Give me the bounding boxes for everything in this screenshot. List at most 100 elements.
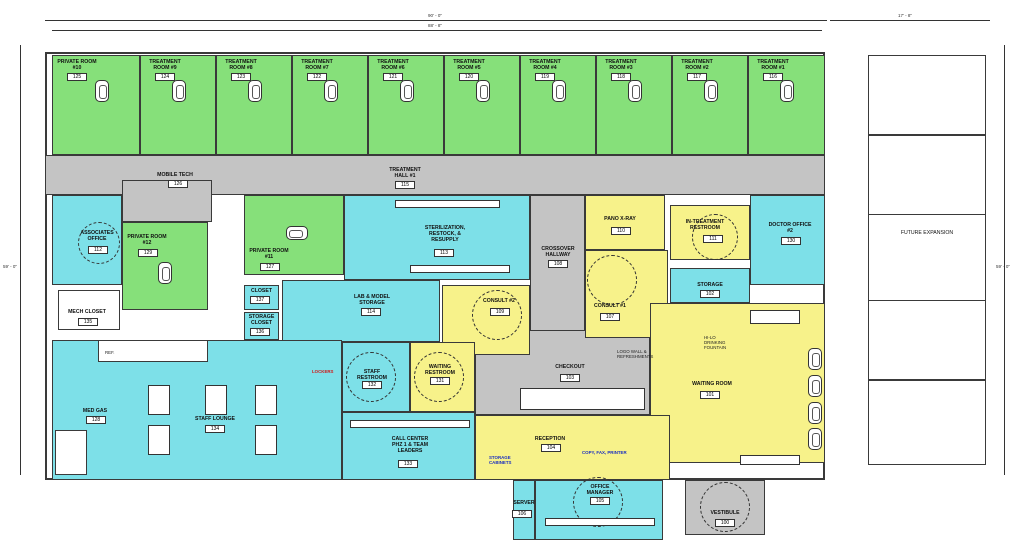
dimension-line-top bbox=[45, 20, 827, 21]
room-number: 128 bbox=[86, 416, 106, 424]
turning-radius-icon bbox=[700, 482, 750, 532]
checkout-counter bbox=[520, 388, 645, 410]
room-name: CLOSET bbox=[250, 288, 273, 294]
room-number: 127 bbox=[260, 263, 280, 271]
dimension-left-height: 59' - 0" bbox=[3, 264, 17, 269]
future-expansion-bay bbox=[868, 55, 986, 135]
treatment-room-8 bbox=[216, 55, 292, 155]
room-name: LAB & MODEL STORAGE bbox=[353, 294, 391, 306]
room-number: 115 bbox=[395, 181, 415, 189]
logo-wall-note: LOGO WALL & REFRESHMENTS bbox=[617, 349, 654, 359]
room-name: PRIVATE ROOM #10 bbox=[57, 59, 97, 71]
room-name: CROSSOVER HALLWAY bbox=[541, 246, 575, 258]
dimension-top-expansion: 17' - 8" bbox=[898, 13, 912, 18]
room-number: 116 bbox=[763, 73, 783, 81]
room-name: STORAGE CLOSET bbox=[248, 314, 275, 326]
turning-radius-icon bbox=[692, 214, 738, 260]
turning-radius-icon bbox=[587, 255, 637, 305]
counter bbox=[395, 200, 500, 208]
room-number: 110 bbox=[611, 227, 631, 235]
door-swing-icon bbox=[78, 222, 120, 264]
private-room-10 bbox=[52, 55, 140, 155]
room-number: 119 bbox=[535, 73, 555, 81]
room-name: DOCTOR OFFICE #2 bbox=[768, 222, 812, 234]
call-center-desk bbox=[350, 420, 470, 428]
room-name: TREATMENT ROOM #2 bbox=[681, 59, 713, 71]
dental-chair-icon bbox=[158, 262, 172, 284]
med-gas-cabinet bbox=[55, 430, 87, 475]
room-number: 108 bbox=[548, 260, 568, 268]
dimension-line-inner bbox=[52, 30, 822, 31]
turning-radius-icon bbox=[346, 352, 396, 402]
dimension-top-inner: 88' - 8" bbox=[428, 23, 442, 28]
treatment-room-1 bbox=[748, 55, 825, 155]
hilo-fountain-note: HI-LO DRINKING FOUNTAIN bbox=[704, 335, 727, 350]
room-name: MECH CLOSET bbox=[68, 309, 106, 315]
dental-chair-icon bbox=[95, 80, 109, 102]
lockers-note: LOCKERS bbox=[312, 369, 334, 374]
waiting-chair-icon bbox=[808, 402, 822, 424]
room-number: 122 bbox=[307, 73, 327, 81]
room-name: SERVER bbox=[513, 500, 535, 506]
room-name: MED GAS bbox=[82, 408, 108, 414]
room-number: 121 bbox=[383, 73, 403, 81]
room-name: CALL CENTER PHZ 1 & TEAM LEADERS bbox=[391, 436, 429, 454]
dental-chair-icon bbox=[628, 80, 642, 102]
room-number: 134 bbox=[205, 425, 225, 433]
counter bbox=[410, 265, 510, 273]
treatment-room-6 bbox=[368, 55, 444, 155]
room-name: TREATMENT ROOM #5 bbox=[453, 59, 485, 71]
turning-radius-icon bbox=[573, 477, 623, 527]
pano-xray bbox=[585, 195, 665, 250]
room-number: 136 bbox=[250, 328, 270, 336]
treatment-room-3 bbox=[596, 55, 672, 155]
staff-lounge bbox=[52, 340, 342, 480]
dental-chair-icon bbox=[780, 80, 794, 102]
room-number: 120 bbox=[459, 73, 479, 81]
dental-chair-icon bbox=[172, 80, 186, 102]
room-number: 102 bbox=[700, 290, 720, 298]
dental-chair-icon bbox=[400, 80, 414, 102]
future-expansion-bay bbox=[868, 135, 986, 215]
room-number: 118 bbox=[611, 73, 631, 81]
dimension-top-overall: 90' - 0" bbox=[428, 13, 442, 18]
future-expansion-bay bbox=[868, 380, 986, 465]
dental-chair-icon bbox=[286, 226, 308, 240]
dental-chair-icon bbox=[476, 80, 490, 102]
treatment-room-4 bbox=[520, 55, 596, 155]
room-number: 137 bbox=[250, 296, 270, 304]
waiting-chair-icon bbox=[808, 375, 822, 397]
treatment-room-9 bbox=[140, 55, 216, 155]
room-name: TREATMENT ROOM #7 bbox=[301, 59, 333, 71]
future-expansion-label: FUTURE EXPANSION bbox=[900, 230, 954, 236]
room-name: MOBILE TECH bbox=[157, 172, 193, 178]
lounge-table bbox=[148, 425, 170, 455]
lounge-table bbox=[255, 385, 277, 415]
turning-radius-icon bbox=[472, 290, 522, 340]
waiting-chair-icon bbox=[808, 348, 822, 370]
storage-cabinets-note: STORAGE CABINETS bbox=[489, 455, 512, 465]
ref-alcove bbox=[98, 340, 208, 362]
room-number: 106 bbox=[512, 510, 532, 518]
room-name: TREATMENT HALL #1 bbox=[389, 167, 421, 179]
room-name: TREATMENT ROOM #1 bbox=[757, 59, 789, 71]
ref-note: REF. bbox=[105, 350, 115, 355]
dimension-line-left bbox=[20, 45, 21, 475]
room-name: STERILIZATION, RESTOCK, & RESUPPLY bbox=[424, 225, 466, 243]
room-name: TREATMENT ROOM #4 bbox=[529, 59, 561, 71]
room-number: 113 bbox=[434, 249, 454, 257]
dental-chair-icon bbox=[248, 80, 262, 102]
waiting-chair-icon bbox=[808, 428, 822, 450]
room-number: 135 bbox=[78, 318, 98, 326]
dental-chair-icon bbox=[704, 80, 718, 102]
dental-chair-icon bbox=[552, 80, 566, 102]
treatment-room-2 bbox=[672, 55, 748, 155]
dimension-right-height: 59' - 0" bbox=[996, 264, 1010, 269]
room-name: CONSULT #1 bbox=[594, 303, 626, 309]
waiting-bench bbox=[740, 455, 800, 465]
room-name: STORAGE bbox=[697, 282, 723, 288]
room-number: 133 bbox=[398, 460, 418, 468]
room-number: 129 bbox=[138, 249, 158, 257]
dimension-line-expansion bbox=[830, 20, 990, 21]
